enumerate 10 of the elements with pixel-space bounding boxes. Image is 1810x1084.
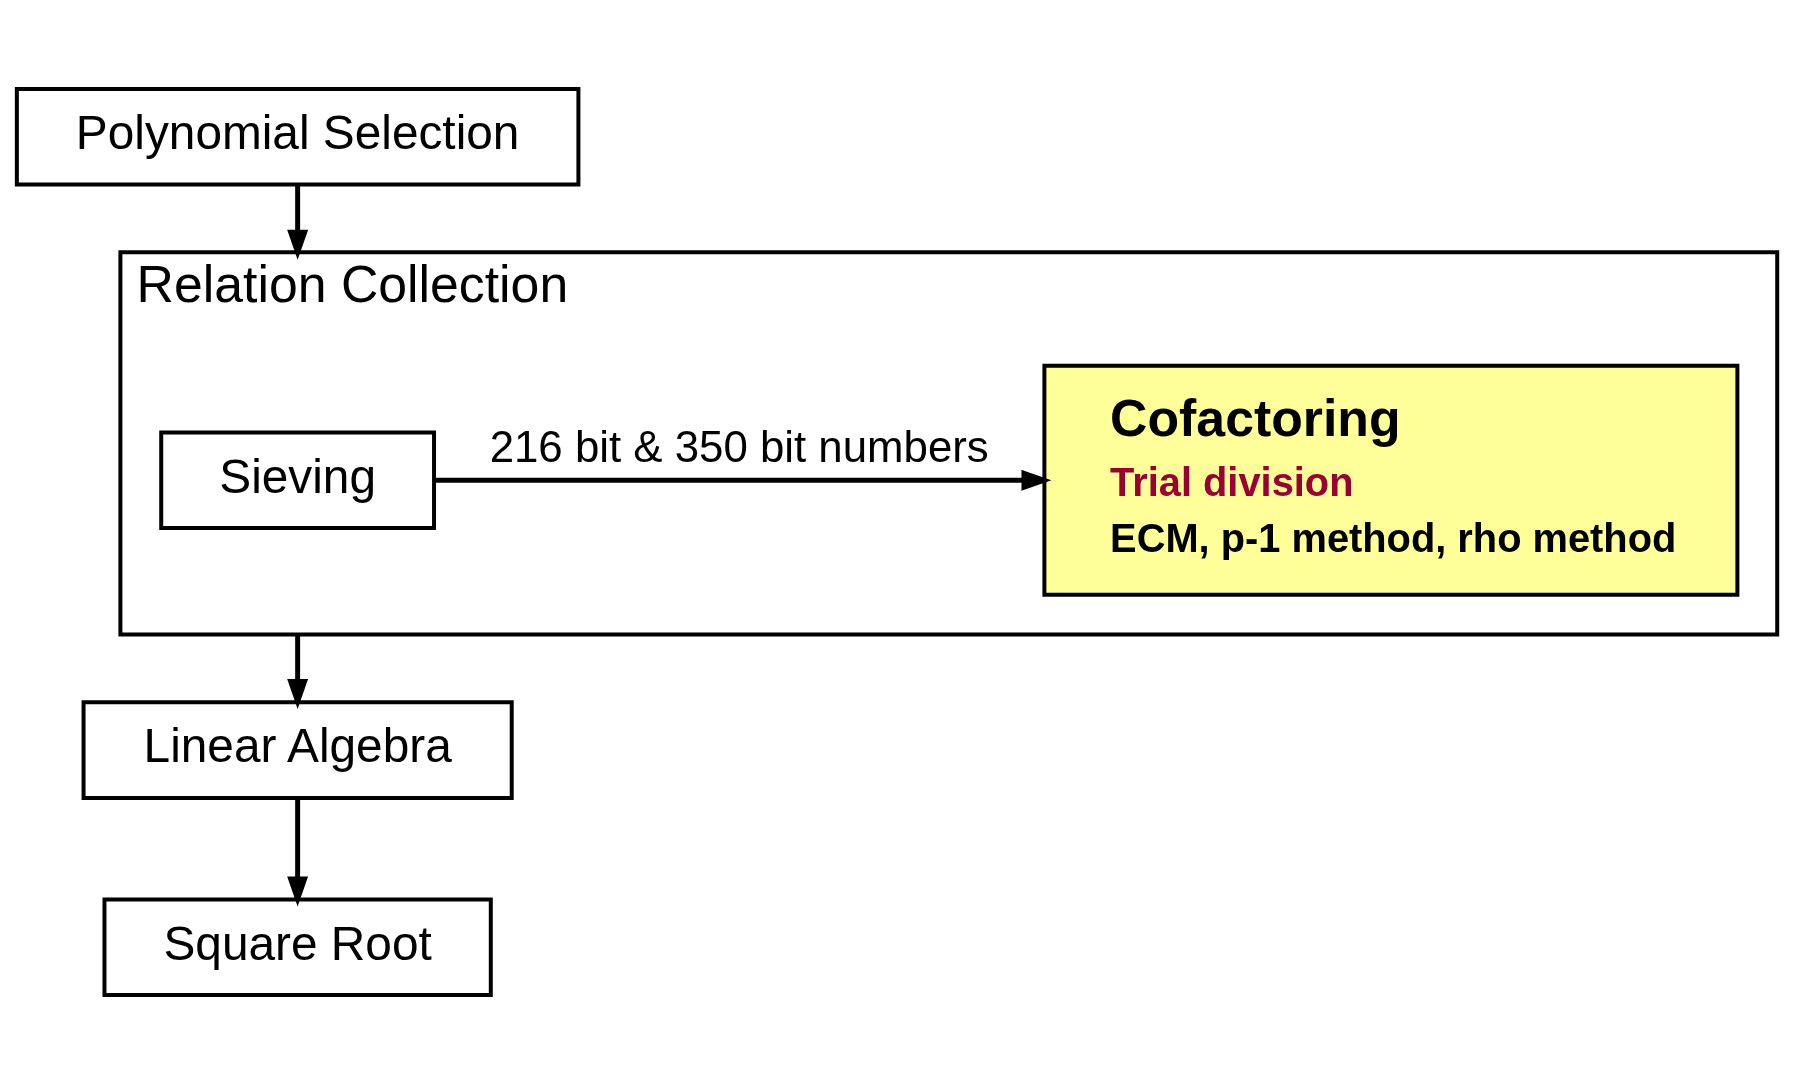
node-box: Cofactoring Trial division ECM, p-1 method, rho method	[1042, 363, 1740, 597]
arrow	[287, 634, 309, 709]
arrow	[287, 185, 309, 260]
arrow	[434, 469, 1052, 491]
node-box: Polynomial Selection	[14, 87, 581, 187]
edge-label: 216 bit & 350 bit numbers	[489, 421, 989, 471]
arrow	[287, 798, 309, 907]
node-box: Sieving	[159, 430, 437, 531]
node-box: Linear Algebra	[81, 700, 514, 800]
node-box: Square Root	[102, 897, 493, 997]
